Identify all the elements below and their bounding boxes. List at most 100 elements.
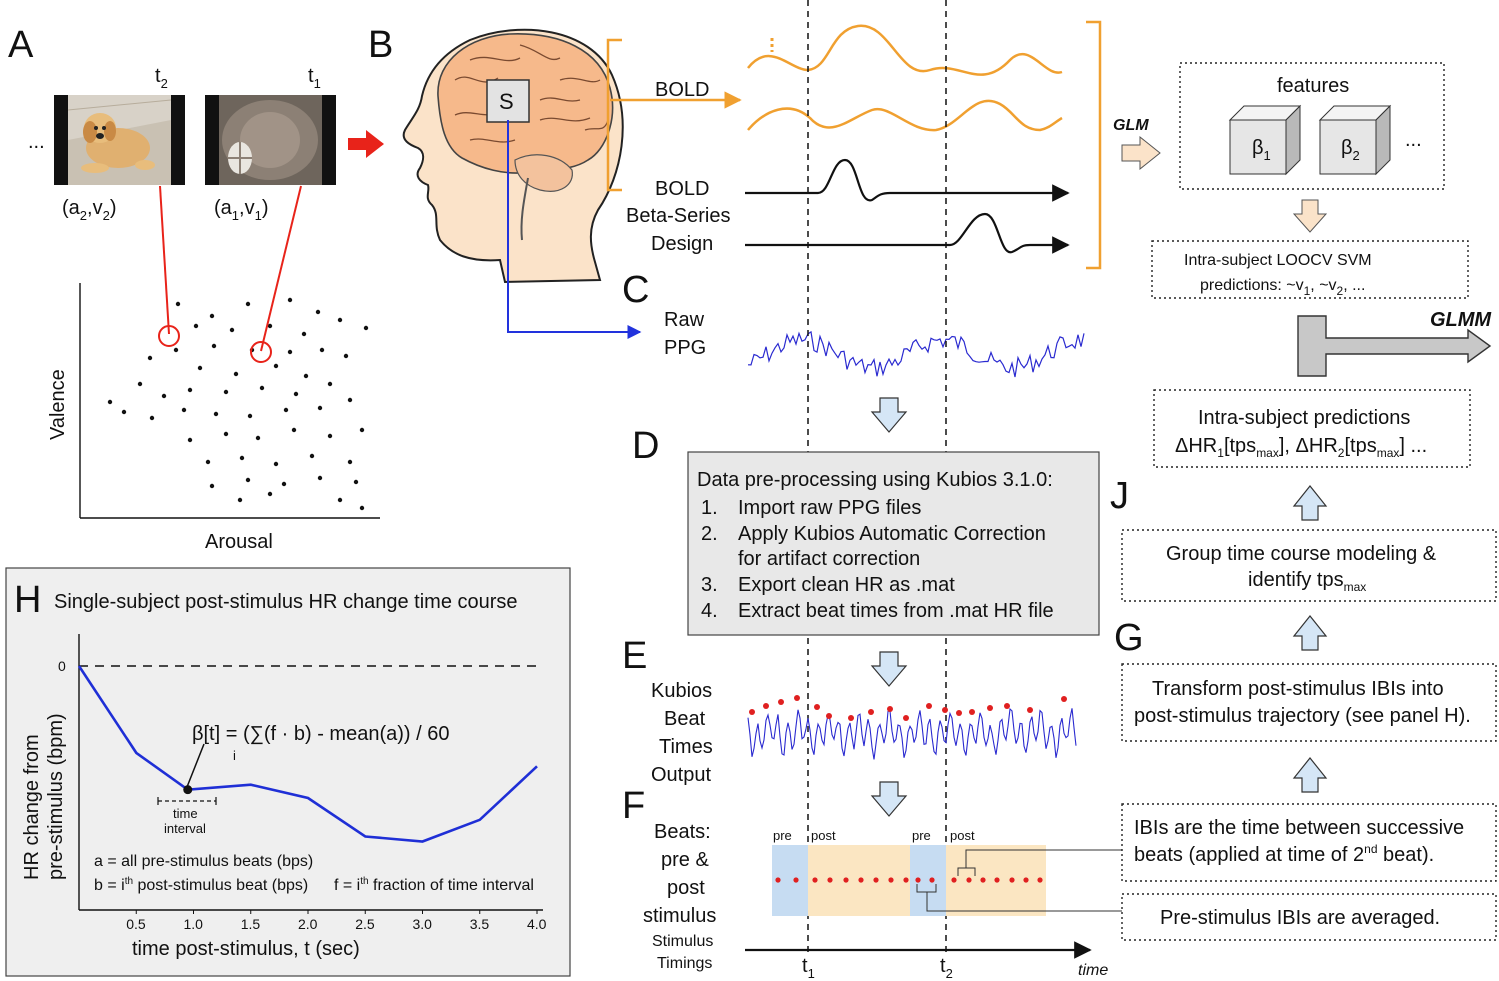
scatter-point: [173, 347, 179, 353]
t1-label: t1: [802, 955, 815, 981]
scatter-point: [319, 347, 325, 353]
frame-puppy-image: [54, 95, 185, 185]
glm-bracket: [1086, 20, 1102, 270]
beta1-label: β1: [1252, 137, 1271, 163]
scatter-point: [175, 301, 181, 307]
frame-t2-coords: (a2,v2): [62, 197, 117, 223]
scatter-point: [237, 497, 243, 503]
panel-letter-g: G: [1114, 617, 1144, 659]
brain-source-box: [486, 79, 530, 123]
hr-x-tick-label: 3.5: [470, 916, 490, 932]
hr-formula-sub: i: [233, 748, 236, 763]
panel-letter-d: D: [632, 425, 659, 467]
design-regressor-2: [745, 212, 1070, 254]
beat-dot: [915, 877, 921, 883]
beat-dot: [966, 877, 972, 883]
step-4-text: Extract beat times from .mat HR file: [738, 600, 1054, 622]
beats-label-1: Beats:: [654, 821, 711, 843]
scatter-point: [267, 323, 273, 329]
time-interval-label-2: interval: [164, 821, 206, 836]
predictions-line-1: Intra-subject predictions: [1198, 407, 1410, 429]
beat-marker: [868, 709, 874, 715]
pre-window-2: [910, 845, 946, 916]
hr-series-line: [77, 665, 538, 843]
scatter-point: [233, 371, 239, 377]
scatter-point: [187, 387, 193, 393]
beats-label-2: pre &: [661, 849, 709, 871]
beat-marker: [956, 710, 962, 716]
scatter-point: [283, 407, 289, 413]
beat-dot: [888, 877, 894, 883]
scatter-point: [209, 483, 215, 489]
preprocessing-box: [687, 451, 1100, 636]
bold-signals: [747, 24, 1063, 132]
raw-ppg-signal: [747, 330, 1085, 378]
scatter-y-label: Valence: [47, 369, 69, 440]
red-arrow-icon: [348, 130, 384, 158]
hr-panel-box: [5, 567, 571, 977]
frame-dome-image: [205, 95, 336, 185]
scatter-point: [337, 317, 343, 323]
scatter-point: [259, 385, 265, 391]
scatter-point: [267, 491, 273, 497]
highlight-circle-t2: [158, 325, 180, 347]
scatter-point: [359, 427, 365, 433]
scatter-points: [107, 297, 369, 511]
beat-marker: [749, 709, 755, 715]
beat-marker: [987, 705, 993, 711]
scatter-point: [193, 323, 199, 329]
beat-dot: [843, 877, 849, 883]
step-3-text: Export clean HR as .mat: [738, 574, 955, 596]
ibi-line-1: IBIs are the time between successive: [1134, 817, 1464, 839]
up-arrow-icon-g: [1292, 615, 1328, 651]
glm-label: GLM: [1113, 117, 1149, 134]
hr-chart-title: Single-subject post-stimulus HR change t…: [54, 591, 518, 613]
hr-x-tick-label: 2.5: [355, 916, 375, 932]
beat-dot: [827, 877, 833, 883]
beat-marker: [969, 709, 975, 715]
scatter-point: [223, 431, 229, 437]
frame-t1-label: t1: [308, 65, 321, 91]
transform-line-2: post-stimulus trajectory (see panel H).: [1134, 705, 1471, 727]
scatter-point: [247, 413, 253, 419]
scatter-point: [309, 453, 315, 459]
clean-ppg-signal: [747, 707, 1077, 760]
beat-marker: [1004, 703, 1010, 709]
link-line-t2: [159, 185, 170, 335]
t2-label: t2: [940, 955, 953, 981]
frame-t1-coords: (a1,v1): [214, 197, 269, 223]
pre-label-1: pre: [773, 828, 792, 843]
highlight-circle-t1: [250, 341, 272, 363]
scatter-point: [353, 479, 359, 485]
panel-letter-c: C: [622, 269, 649, 311]
scatter-point: [317, 475, 323, 481]
scatter-point: [327, 433, 333, 439]
svm-box: [1151, 240, 1469, 299]
bold-label: BOLD: [655, 79, 709, 101]
step-1-num: 1.: [701, 497, 718, 519]
scatter-point: [273, 363, 279, 369]
ibi-line-2: beats (applied at time of 2nd beat).: [1134, 842, 1434, 866]
beat-marker: [926, 703, 932, 709]
beat-marker: [763, 703, 769, 709]
beat-dot: [858, 877, 864, 883]
up-arrow-icon-j: [1292, 485, 1328, 521]
beat-dot: [1023, 877, 1029, 883]
scatter-point: [347, 397, 353, 403]
features-title: features: [1277, 75, 1349, 97]
transform-line-1: Transform post-stimulus IBIs into: [1152, 678, 1444, 700]
legend-a: a = all pre-stimulus beats (bps): [94, 853, 313, 870]
features-more: ...: [1405, 129, 1422, 151]
hr-ylabel-1: HR change from: [21, 734, 43, 880]
raw-label: Raw: [664, 309, 705, 331]
transform-box: [1121, 663, 1497, 742]
preprocessing-title: Data pre-processing using Kubios 3.1.0:: [697, 469, 1053, 491]
panel-letter-h: H: [14, 579, 41, 621]
beat-marker: [848, 715, 854, 721]
step-4-num: 4.: [701, 600, 718, 622]
ppg-label: PPG: [664, 337, 706, 359]
svm-line-2: predictions: ~v1, ~v2, ...: [1200, 277, 1365, 298]
svm-line-1: Intra-subject LOOCV SVM: [1184, 252, 1372, 269]
beat-dot: [873, 877, 879, 883]
step-2-text: Apply Kubios Automatic Correction: [738, 523, 1046, 545]
